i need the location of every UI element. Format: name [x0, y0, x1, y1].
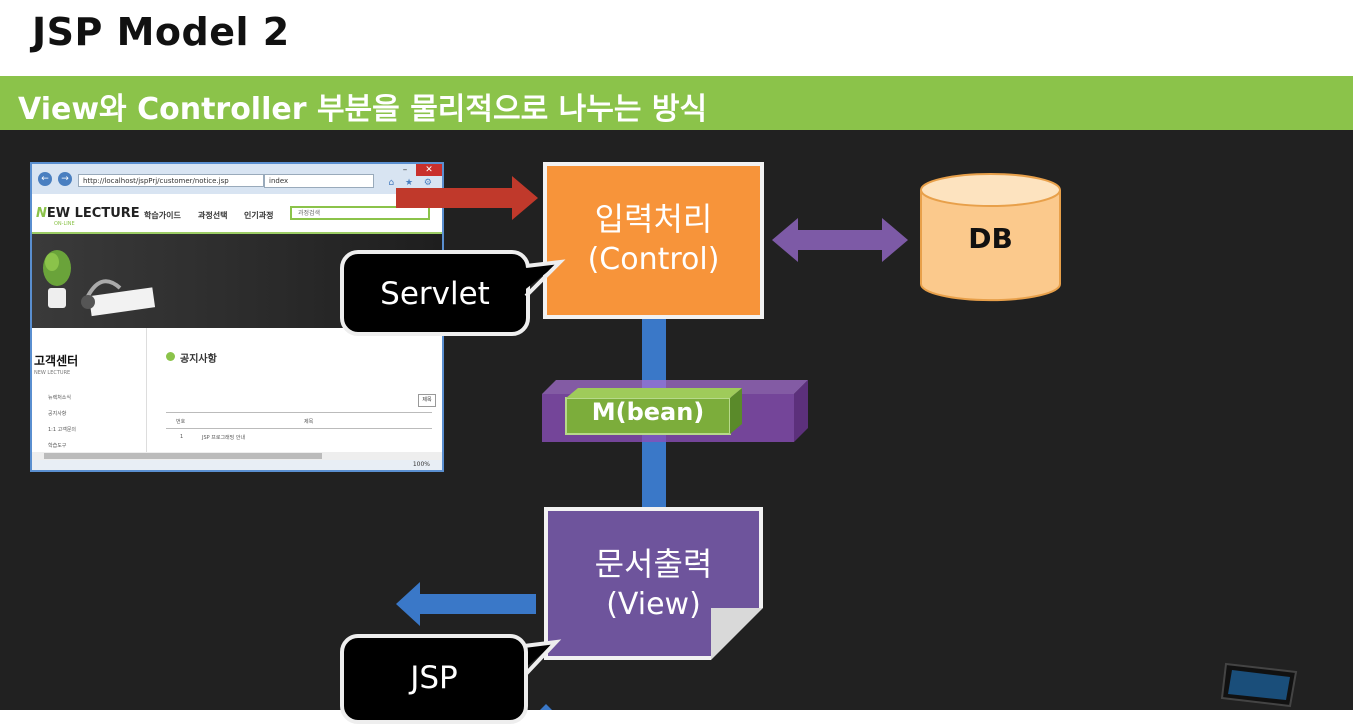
headset-image — [81, 279, 156, 317]
db-cylinder — [920, 173, 1061, 302]
site-logo[interactable]: NEW LECTURE — [36, 206, 140, 221]
table-cell-no: 1 — [180, 434, 184, 440]
sidebar-title: 고객센터 — [34, 354, 79, 368]
notice-title: 공지사항 — [180, 354, 217, 365]
forward-icon[interactable]: → — [58, 172, 72, 186]
page-body: 고객센터 NEW LECTURE 뉴렉처소식 공지사항 1:1 고객문의 학습도… — [32, 328, 442, 454]
control-box-subtitle: (Control) — [587, 242, 720, 277]
view-box: 문서출력 (View) — [544, 507, 763, 660]
table-divider — [166, 428, 432, 429]
back-icon[interactable]: ← — [38, 172, 52, 186]
view-box-title: 문서출력 — [594, 545, 713, 583]
control-box: 입력처리 (Control) — [543, 162, 764, 319]
zoom-level[interactable]: 100% — [412, 461, 430, 468]
db-label: DB — [968, 222, 1013, 255]
sidebar-subtitle: NEW LECTURE — [34, 370, 71, 376]
scrollbar-thumb[interactable] — [44, 453, 322, 459]
page-fold-corner — [711, 608, 763, 660]
monitor-icon — [1220, 662, 1298, 708]
notice-bullet-icon — [166, 352, 175, 361]
menu-item-course[interactable]: 과정선택 — [198, 211, 228, 220]
address-bar[interactable]: http://localhost/jspPrj/customer/notice.… — [78, 174, 264, 187]
slide-title: JSP Model 2 — [32, 10, 290, 54]
plant-image — [43, 250, 71, 308]
sidebar-item-qna[interactable]: 1:1 고객문의 — [48, 427, 77, 433]
search-button[interactable]: 제목 — [418, 394, 436, 407]
view-box-subtitle: (View) — [606, 587, 701, 622]
close-icon[interactable]: ✕ — [416, 164, 442, 176]
bean-label: M(bean) — [591, 398, 705, 426]
db-double-arrow — [772, 218, 908, 262]
site-header: NEW LECTURE ON-LINE 학습가이드 과정선택 인기과정 과정검색 — [32, 198, 442, 234]
status-bar: 100% — [32, 460, 442, 470]
minimize-icon[interactable]: – — [402, 165, 408, 175]
table-divider — [166, 412, 432, 413]
servlet-callout-tail-outline — [524, 259, 566, 298]
request-arrow — [396, 176, 538, 220]
sidebar-item-news[interactable]: 뉴렉처소식 — [48, 395, 72, 401]
jsp-callout-tail-outline — [522, 639, 562, 678]
bean-box — [542, 380, 808, 442]
jsp-callout: JSP — [340, 634, 528, 724]
table-header-no: 번호 — [176, 419, 186, 425]
bottom-fragment-icon — [540, 704, 552, 710]
browser-screenshot: ← → http://localhost/jspPrj/customer/not… — [30, 162, 444, 472]
browser-tools-icon[interactable]: ⌂ ★ ⚙ — [388, 178, 436, 188]
browser-toolbar: ← → http://localhost/jspPrj/customer/not… — [32, 164, 442, 194]
servlet-callout: Servlet — [340, 250, 530, 336]
sidebar-item-notice[interactable]: 공지사항 — [48, 411, 67, 417]
response-arrow — [396, 582, 536, 626]
table-header-title: 제목 — [304, 419, 314, 425]
site-logo-sub: ON-LINE — [54, 221, 75, 227]
sidebar-item-tools[interactable]: 학습도구 — [48, 443, 67, 449]
sidebar: 고객센터 NEW LECTURE 뉴렉처소식 공지사항 1:1 고객문의 학습도… — [32, 328, 147, 454]
control-box-title: 입력처리 — [594, 200, 713, 238]
slide-subtitle: View와 Controller 부분을 물리적으로 나누는 방식 — [18, 92, 708, 127]
site-search-input[interactable]: 과정검색 — [290, 206, 430, 220]
menu-item-popular[interactable]: 인기과정 — [244, 211, 274, 220]
browser-tab[interactable]: index — [264, 174, 374, 188]
menu-item-guide[interactable]: 학습가이드 — [144, 211, 181, 220]
table-cell-title[interactable]: JSP 프로그래밍 안내 — [202, 435, 246, 441]
horizontal-scrollbar[interactable] — [32, 452, 442, 460]
subtitle-bar: View와 Controller 부분을 물리적으로 나누는 방식 — [0, 76, 1353, 130]
